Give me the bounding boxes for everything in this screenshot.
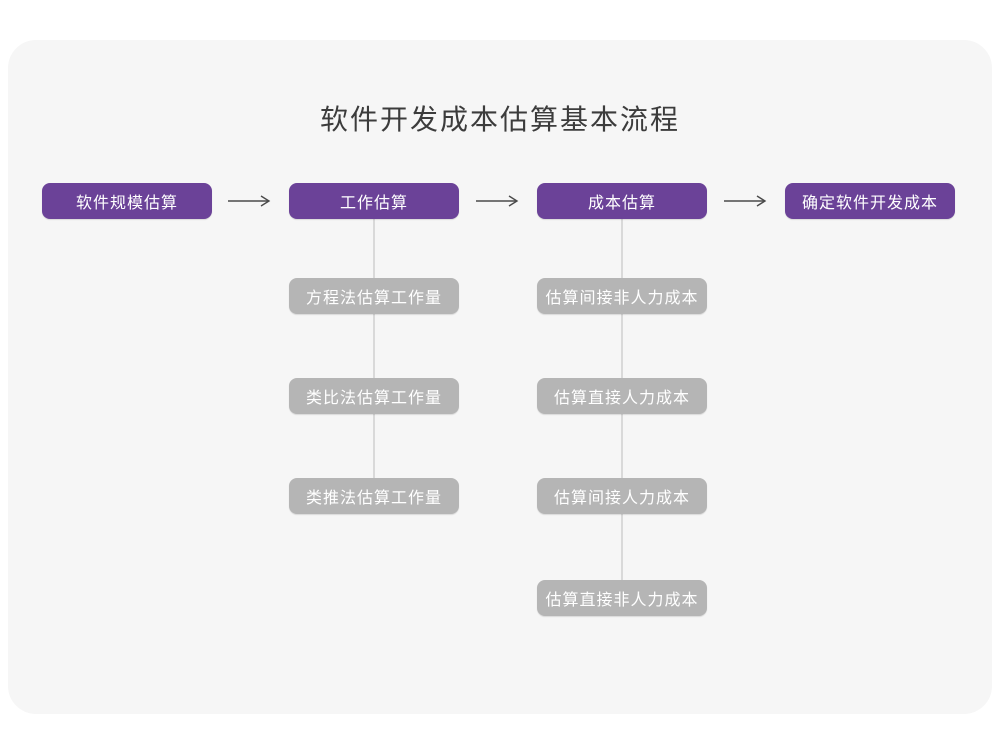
substep-box: 方程法估算工作量 bbox=[289, 278, 459, 314]
stage-box-cost-estimation: 成本估算 bbox=[537, 183, 707, 219]
substep-label: 估算直接非人力成本 bbox=[545, 592, 699, 609]
stage-label: 成本估算 bbox=[587, 195, 656, 212]
arrow-right-icon bbox=[723, 194, 769, 208]
substep-box: 估算直接人力成本 bbox=[537, 378, 707, 414]
substep-box: 估算直接非人力成本 bbox=[537, 580, 707, 616]
stage-label: 工作估算 bbox=[339, 195, 408, 212]
arrow-right-icon bbox=[475, 194, 521, 208]
substep-label: 估算间接非人力成本 bbox=[545, 290, 699, 307]
diagram-card: 软件开发成本估算基本流程 软件规模估算 工作估算 成本估算 确定软件开发成本 bbox=[8, 40, 992, 714]
stage-box-scale-estimation: 软件规模估算 bbox=[42, 183, 212, 219]
diagram-title: 软件开发成本估算基本流程 bbox=[319, 104, 680, 135]
substep-label: 估算直接人力成本 bbox=[553, 390, 690, 407]
stage-box-final-development-cost: 确定软件开发成本 bbox=[785, 183, 955, 219]
stage-label: 软件规模估算 bbox=[75, 195, 178, 212]
substep-box: 估算间接非人力成本 bbox=[537, 278, 707, 314]
substep-label: 类比法估算工作量 bbox=[305, 390, 442, 407]
substep-label: 类推法估算工作量 bbox=[305, 490, 442, 507]
arrow-right-icon bbox=[227, 194, 273, 208]
connector-line-effort bbox=[373, 219, 375, 496]
substep-box: 类推法估算工作量 bbox=[289, 478, 459, 514]
stage-box-effort-estimation: 工作估算 bbox=[289, 183, 459, 219]
stage-label: 确定软件开发成本 bbox=[801, 195, 938, 212]
substep-box: 类比法估算工作量 bbox=[289, 378, 459, 414]
substep-box: 估算间接人力成本 bbox=[537, 478, 707, 514]
substep-label: 估算间接人力成本 bbox=[553, 490, 690, 507]
substep-label: 方程法估算工作量 bbox=[305, 290, 442, 307]
